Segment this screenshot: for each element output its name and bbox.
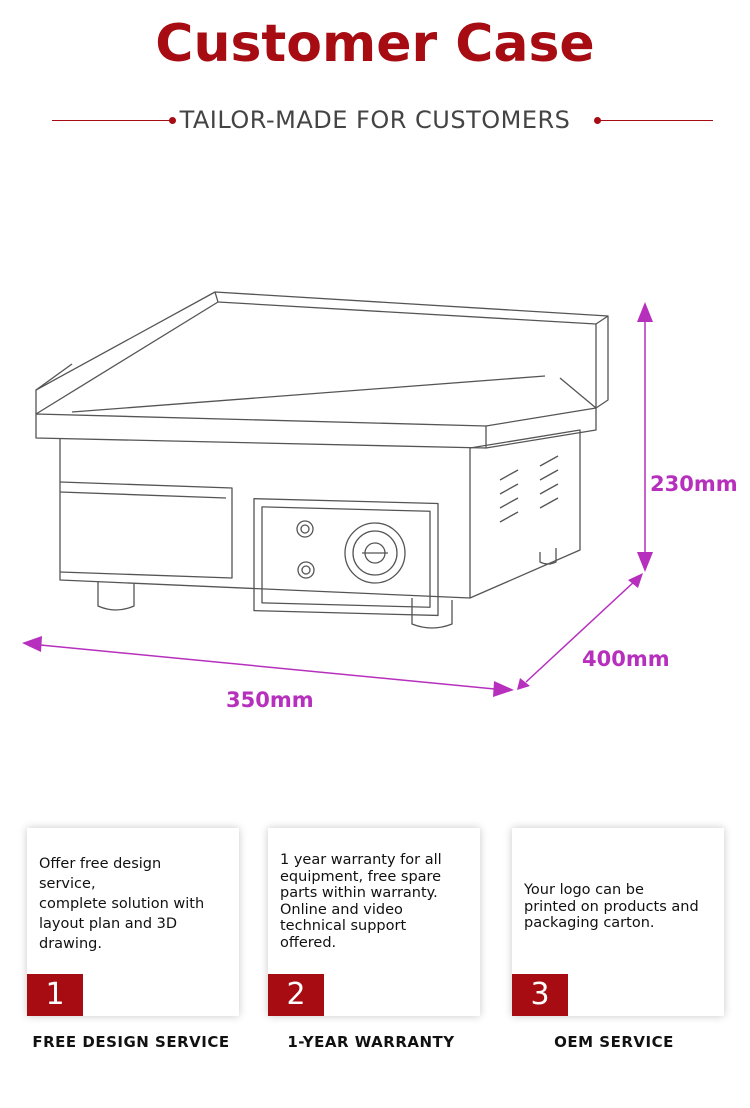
page-subtitle: TAILOR-MADE FOR CUSTOMERS	[179, 106, 571, 134]
service-number-badge: 1	[27, 974, 83, 1016]
service-card-2: 1 year warranty for all equipment, free …	[268, 828, 480, 1016]
subtitle-dot-left	[169, 117, 176, 124]
griddle-drawing	[22, 291, 653, 697]
subtitle-line-left	[52, 120, 172, 121]
subtitle-dot-right	[594, 117, 601, 124]
service-label-3: OEM SERVICE	[554, 1033, 674, 1051]
service-label-1: FREE DESIGN SERVICE	[32, 1033, 230, 1051]
service-card-3: Your logo can be printed on products and…	[512, 828, 724, 1016]
service-card-1: Offer free design service, complete solu…	[27, 828, 239, 1016]
subtitle-line-right	[598, 120, 713, 121]
service-card-text: Your logo can be printed on products and…	[524, 882, 699, 931]
width-dimension-label: 350mm	[226, 688, 314, 712]
depth-dimension-label: 400mm	[582, 647, 670, 671]
service-label-2: 1-YEAR WARRANTY	[287, 1033, 455, 1051]
height-dimension-label: 230mm	[650, 472, 738, 496]
page-title: Customer Case	[155, 14, 595, 74]
service-card-text: Offer free design service, complete solu…	[39, 856, 205, 952]
service-number-badge: 2	[268, 974, 324, 1016]
service-card-text: 1 year warranty for all equipment, free …	[280, 852, 442, 951]
service-number-badge: 3	[512, 974, 568, 1016]
